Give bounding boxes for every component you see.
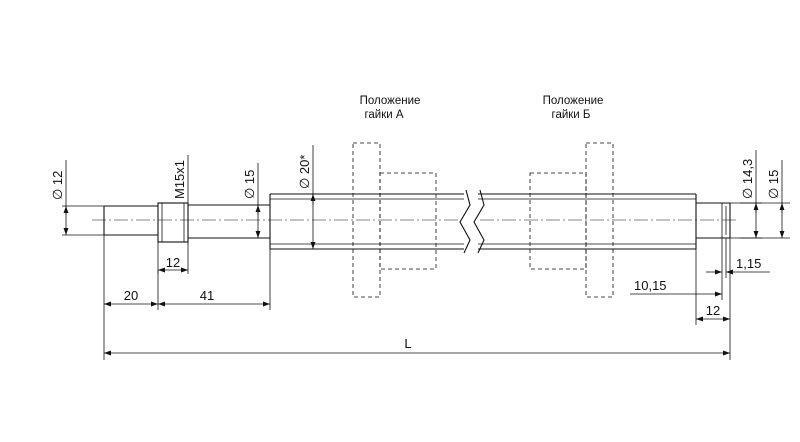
nut-position-a	[352, 142, 437, 298]
nut-b-note-line1: Положение	[543, 95, 604, 107]
dim-1-15-label: 1,15	[736, 256, 761, 271]
nut-position-b	[529, 142, 614, 298]
dim-total-length: L	[104, 336, 730, 356]
dim-d20-label: ∅ 20*	[297, 155, 312, 189]
dim-thread-length: 12	[157, 242, 189, 274]
shaft-body	[103, 193, 731, 250]
break-symbol	[459, 189, 485, 254]
dim-left-lengths: 20 41	[103, 235, 271, 360]
dim-d15-left: ∅ 15	[242, 163, 261, 238]
nut-a-note-line1: Положение	[360, 95, 421, 107]
dim-d15-right-label: ∅ 15	[766, 170, 781, 199]
dim-thread-label: M15x1	[172, 160, 187, 199]
dim-d12-label: ∅ 12	[50, 171, 65, 200]
dim-right-lengths: 1,15 10,15 12	[630, 238, 770, 360]
dim-d15-left-label: ∅ 15	[242, 170, 257, 199]
dim-d14-3: ∅ 14,3	[730, 150, 762, 239]
dim-d15-right: ∅ 15	[740, 160, 790, 239]
dim-total-label: L	[404, 336, 411, 351]
dim-d12: ∅ 12	[50, 160, 104, 236]
dim-thread: M15x1	[172, 155, 189, 203]
dim-d14-3-label: ∅ 14,3	[740, 159, 755, 199]
nut-a-note-line2: гайки А	[364, 109, 403, 121]
dim-41-label: 41	[200, 288, 214, 303]
dim-12-right-label: 12	[706, 303, 720, 318]
dim-d20: ∅ 20*	[297, 145, 316, 249]
dim-20-label: 20	[124, 288, 138, 303]
nut-b-note-line2: гайки Б	[552, 109, 591, 121]
dim-thread-length-label: 12	[166, 255, 180, 270]
dim-10-15-label: 10,15	[634, 278, 667, 293]
